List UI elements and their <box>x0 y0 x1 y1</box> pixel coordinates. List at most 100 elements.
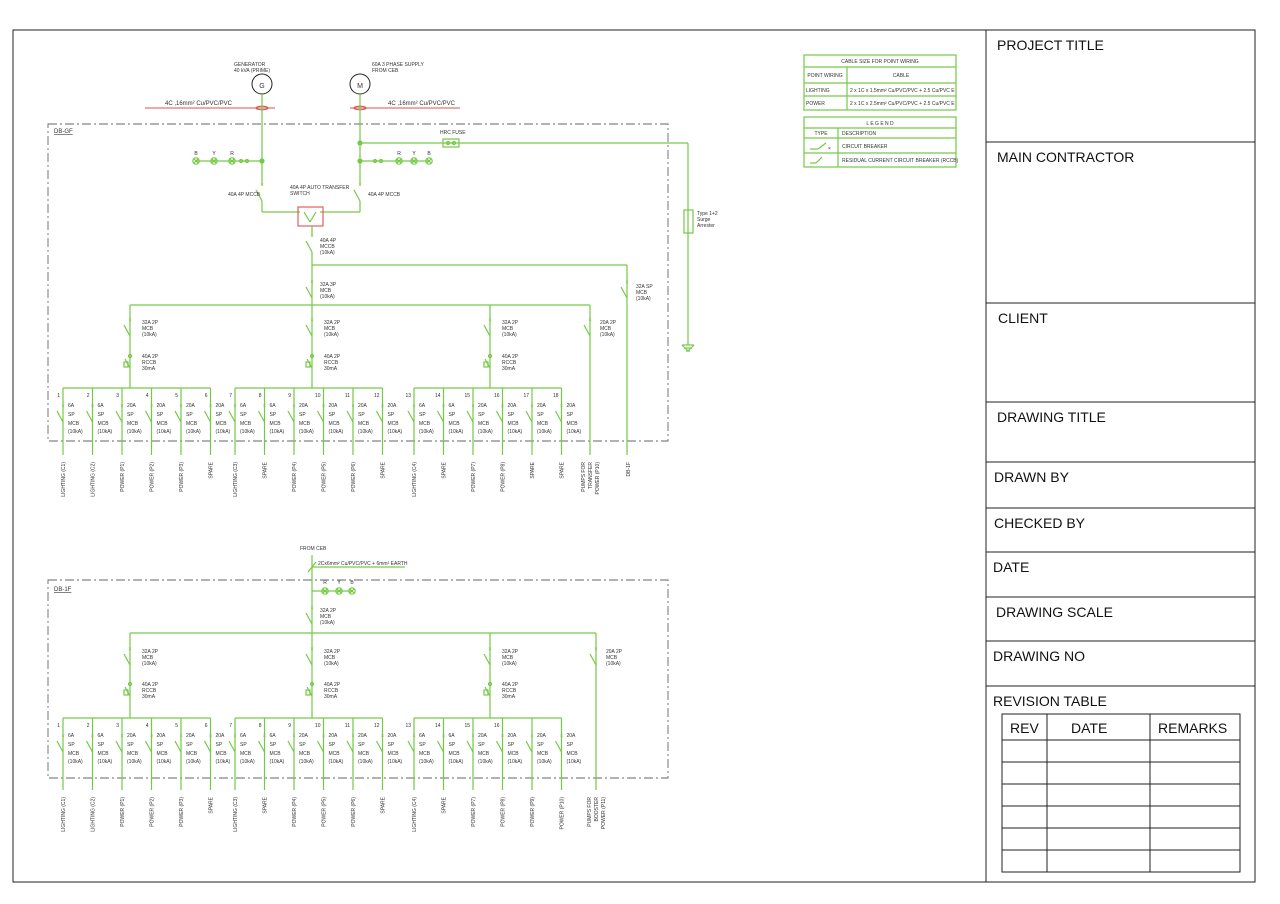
circuit-label: POWER (P2) <box>150 797 156 827</box>
breaker-x-icon: × <box>560 734 564 740</box>
indicator-lamp-icon <box>192 157 200 165</box>
circuit-poles: SP <box>537 742 544 748</box>
circuit-poles: SP <box>537 412 544 418</box>
circuit-rating: 20A <box>388 403 398 409</box>
breaker-contact <box>353 189 361 202</box>
circuit-type: MCB <box>186 421 198 427</box>
pump-mcb-label: (10kA) <box>600 332 615 338</box>
circuit-type: MCB <box>240 751 252 757</box>
indicator-lamp-icon <box>210 157 218 165</box>
circuit-poles: SP <box>478 742 485 748</box>
circuit-rating: 20A <box>329 403 339 409</box>
circuit-number: 18 <box>553 393 559 399</box>
indicator-lamp-icon <box>335 587 343 595</box>
circuit-number: 14 <box>435 723 441 729</box>
circuit-type: MCB <box>508 421 520 427</box>
rccb-coil <box>483 361 489 368</box>
revision-table-grid <box>1001 713 1241 873</box>
breaker-x-icon: × <box>588 318 592 324</box>
breaker-x-icon: × <box>292 734 296 740</box>
circuit-type: MCB <box>68 751 80 757</box>
breaker-x-icon: × <box>120 404 124 410</box>
circuit-label: POWER (P4) <box>292 797 298 827</box>
drawing-border <box>12 29 1256 883</box>
circuit-number: 6 <box>205 393 208 399</box>
mains-caption: FROM CEB <box>372 68 399 74</box>
group-rccb-label: 40A 2P <box>142 682 159 688</box>
breaker-x-icon: × <box>310 280 314 286</box>
circuit-rating: 6A <box>68 733 75 739</box>
circuit-type: MCB <box>449 421 461 427</box>
circuit-rating: 20A <box>216 733 226 739</box>
circuit-label: POWER (P3) <box>179 797 185 827</box>
circuit-label: LIGHTING (C2) <box>91 462 97 497</box>
circuit-poles: SP <box>240 742 247 748</box>
indicator-lamp-icon <box>321 587 329 595</box>
db-1f-enclosure <box>47 579 669 779</box>
group-rccb-label: 40A 2P <box>324 682 341 688</box>
main-mccb-label: (10kA) <box>320 250 335 256</box>
rccb-coil <box>483 689 489 696</box>
circuit-rating: 20A <box>478 403 488 409</box>
legend-header: TYPE <box>814 131 828 137</box>
pump-circuit-label: PUMPS FOR <box>581 462 587 492</box>
circuit-rating: 6A <box>68 403 75 409</box>
breaker-contact <box>466 410 474 423</box>
breaker-contact <box>255 189 263 202</box>
breaker-contact <box>123 653 131 666</box>
pump-circuit-label: POWER (P11) <box>601 797 607 829</box>
circuit-ka: (10kA) <box>240 759 255 765</box>
phase-label: Y <box>212 151 216 157</box>
circuit-ka: (10kA) <box>98 429 113 435</box>
pump-circuit-label: POWER (P10) <box>595 462 601 495</box>
circuit-number: 11 <box>345 723 350 729</box>
main-contractor-label: MAIN CONTRACTOR <box>997 149 1134 165</box>
circuit-rating: 20A <box>567 733 577 739</box>
circuit-type: MCB <box>216 421 228 427</box>
group-rccb-label: RCCB <box>142 360 157 366</box>
breaker-x-icon: × <box>381 404 385 410</box>
cable-table-cell: POWER <box>806 101 825 107</box>
circuit-rating: 20A <box>358 403 368 409</box>
hrc-fuse-label: HRC FUSE <box>440 130 466 136</box>
circuit-number: 2 <box>87 393 90 399</box>
circuit-label: SPARE <box>263 461 269 478</box>
circuit-ka: (10kA) <box>270 759 285 765</box>
surge-arrester-label: Type 1+2 <box>697 211 718 217</box>
group-rccb-label: RCCB <box>324 688 339 694</box>
circuit-label: SPARE <box>560 461 566 478</box>
breaker-x-icon: × <box>322 734 326 740</box>
breaker-contact <box>115 410 123 423</box>
wire <box>411 158 417 164</box>
circuit-label: LIGHTING (C3) <box>233 797 239 832</box>
breaker-x-icon: × <box>358 183 362 189</box>
circuit-rating: 6A <box>270 733 277 739</box>
breaker-x-icon: × <box>61 404 65 410</box>
circuit-ka: (10kA) <box>270 429 285 435</box>
breaker-contact <box>228 410 236 423</box>
circuit-ka: (10kA) <box>329 759 344 765</box>
circuit-label: POWER (P10) <box>560 797 566 830</box>
breaker-contact <box>144 740 153 753</box>
circuit-type: MCB <box>98 421 110 427</box>
breaker-x-icon: × <box>128 647 132 653</box>
circuit-rating: 20A <box>127 733 137 739</box>
circuit-type: MCB <box>419 421 431 427</box>
circuit-label: POWER (P3) <box>179 462 185 492</box>
circuit-ka: (10kA) <box>186 759 201 765</box>
circuit-number: 2 <box>87 723 90 729</box>
breaker-contact <box>525 740 533 753</box>
db-gf-label: DB-GF <box>54 129 73 135</box>
circuit-rating: 20A <box>508 403 518 409</box>
pump-mcb-label: (10kA) <box>606 661 621 667</box>
breaker-contact <box>583 324 591 337</box>
circuit-ka: (10kA) <box>358 759 373 765</box>
circuit-type: MCB <box>270 751 282 757</box>
wire <box>229 158 235 164</box>
circuit-rating: 20A <box>388 733 398 739</box>
breaker-contact <box>203 410 212 423</box>
circuit-type: MCB <box>127 421 139 427</box>
circuit-poles: SP <box>449 742 456 748</box>
group-rccb-label: RCCB <box>502 360 517 366</box>
